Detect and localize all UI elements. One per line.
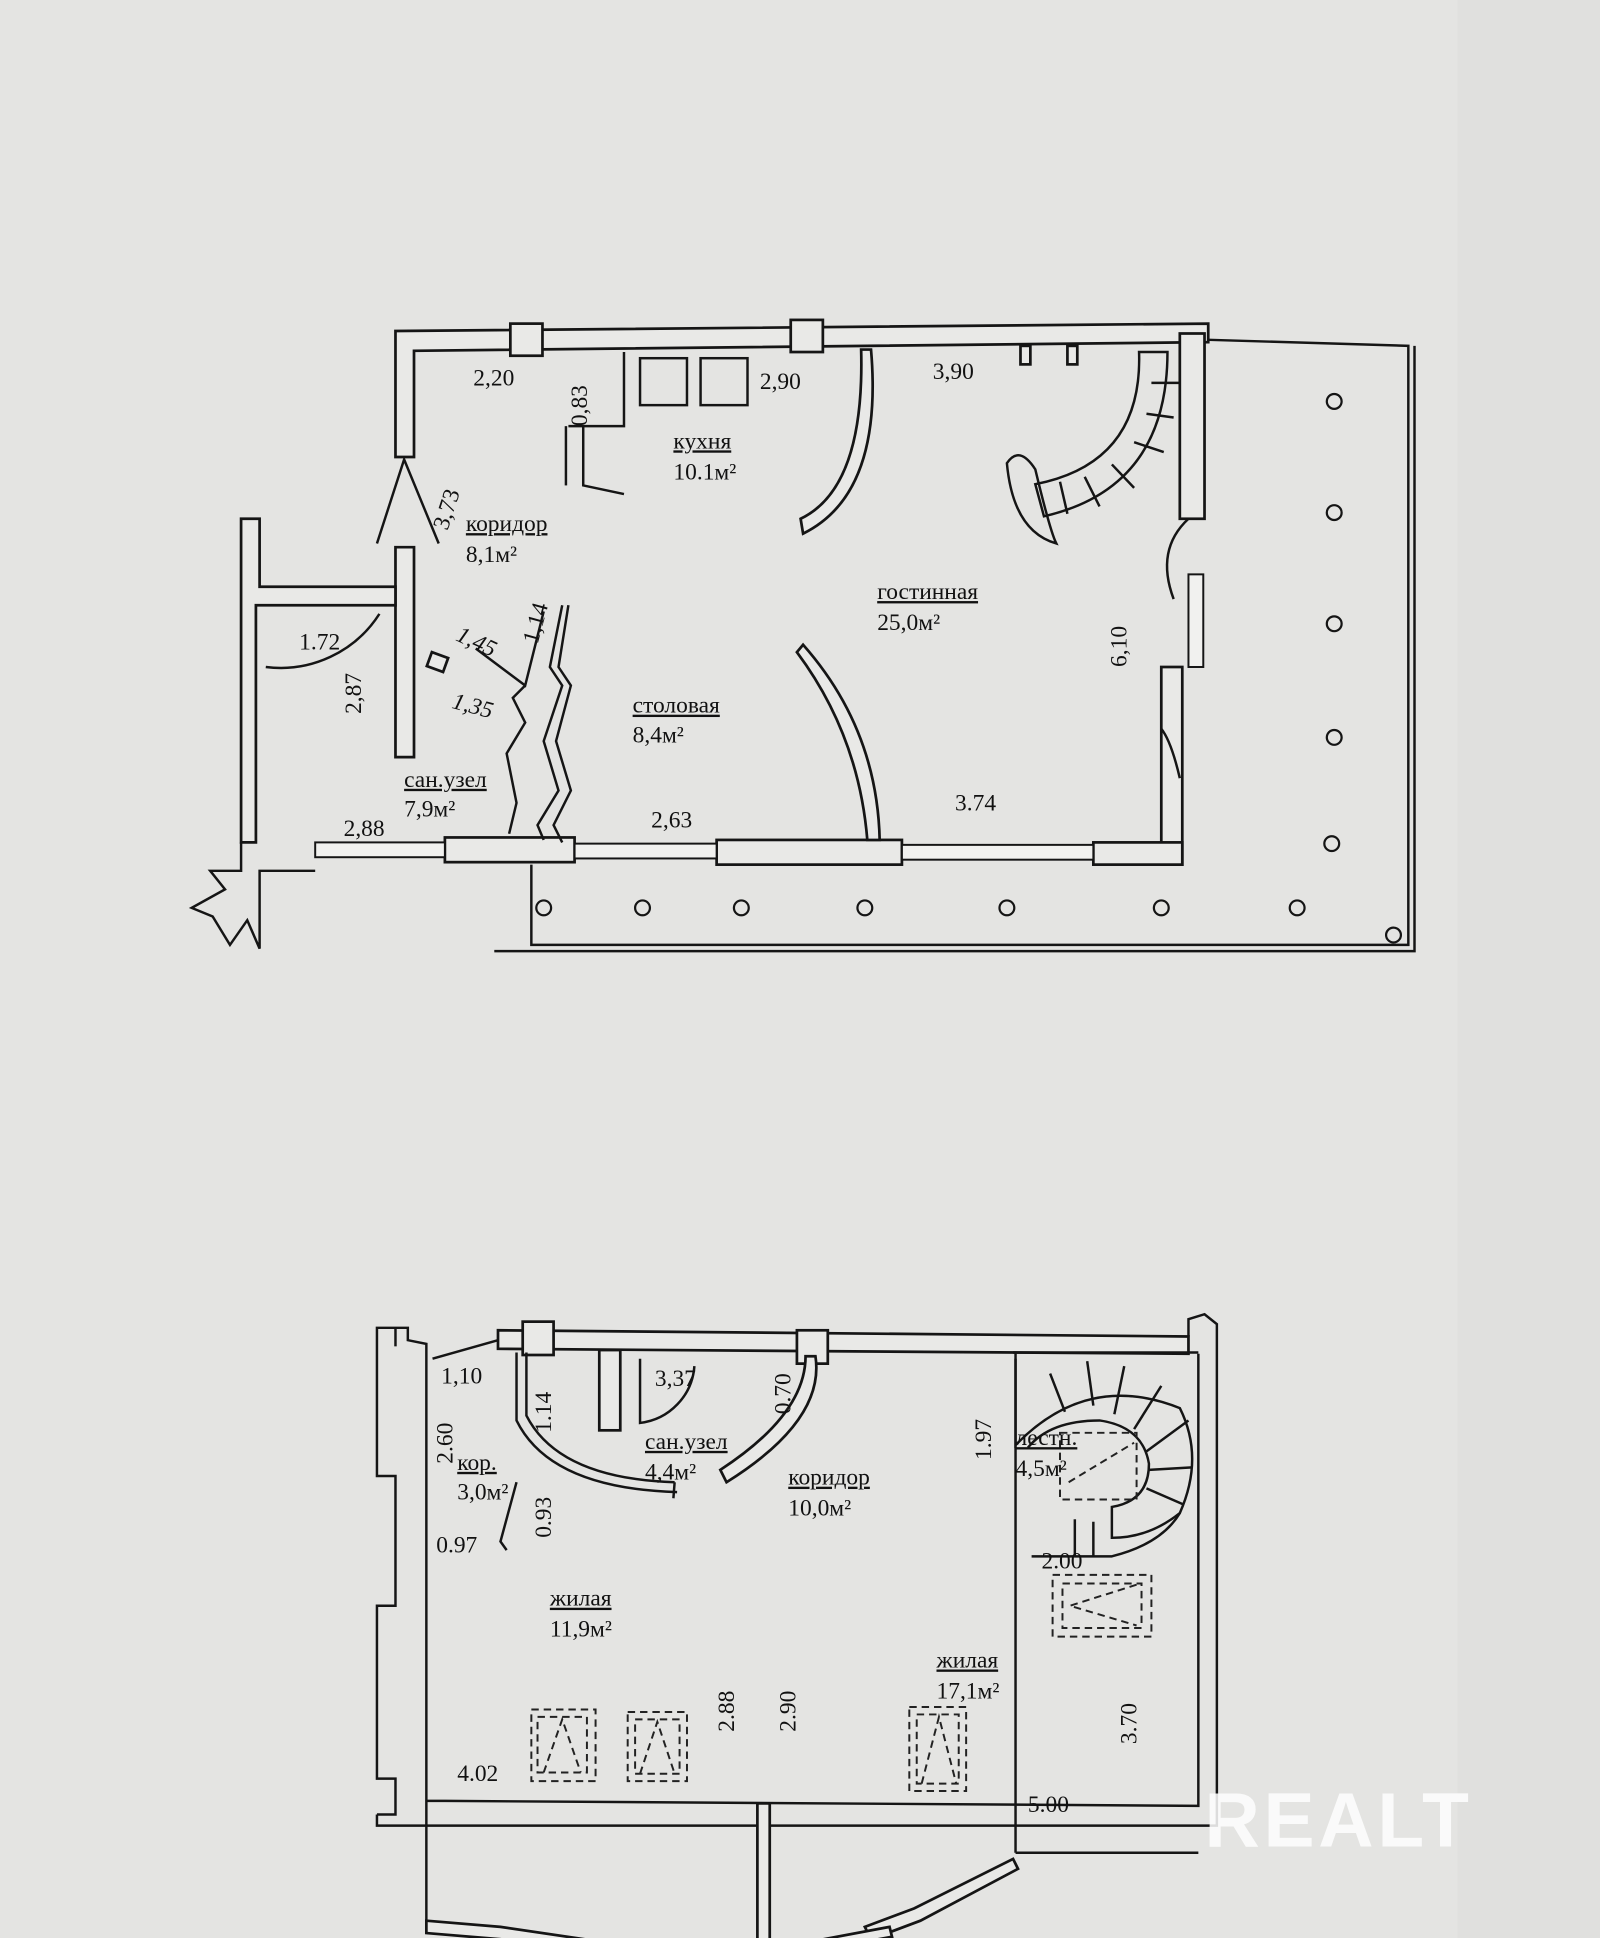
upper-doors bbox=[265, 455, 1190, 779]
room-name-corridor: коридор bbox=[788, 1465, 870, 1491]
dimension-label: 2.60 bbox=[432, 1423, 458, 1464]
dimension-label: 1,10 bbox=[441, 1363, 482, 1389]
dining-curved-partition bbox=[795, 642, 882, 842]
dimension-label: 1.14 bbox=[531, 1391, 557, 1432]
room-name-small-corridor: кор. bbox=[457, 1450, 497, 1476]
room-name-bedroom-1: жилая bbox=[549, 1586, 612, 1612]
dimension-label: 2,88 bbox=[344, 816, 385, 842]
room-name-bedroom-2: жилая bbox=[935, 1647, 998, 1673]
terrace-outline bbox=[494, 338, 1416, 953]
room-area-living: 25,0м² bbox=[877, 610, 940, 636]
room-name-kitchen: кухня bbox=[673, 428, 731, 454]
dimension-label: 1.72 bbox=[299, 630, 340, 656]
sink-icon bbox=[699, 356, 749, 407]
upper-floor-plan: кухня 10.1м² коридор 8,1м² гостинная 25,… bbox=[188, 318, 1416, 953]
dimension-label: 3.74 bbox=[955, 790, 996, 816]
dimension-label: 1.97 bbox=[971, 1419, 997, 1460]
upper-walls bbox=[188, 318, 1210, 950]
lower-labels: сан.узел 4,4м² кор. 3,0м² коридор 10,0м²… bbox=[432, 1363, 1142, 1818]
room-name-stairs: лестн. bbox=[1016, 1425, 1078, 1451]
dimension-label: 2.00 bbox=[1041, 1549, 1082, 1575]
room-area-dining: 8,4м² bbox=[633, 722, 684, 748]
lower-spiral-stair bbox=[1014, 1358, 1194, 1558]
dimension-label: 2,87 bbox=[341, 673, 367, 714]
room-area-bathroom: 4,4м² bbox=[645, 1460, 696, 1486]
dimension-label: 2,20 bbox=[473, 365, 514, 391]
dimension-label: 0.93 bbox=[531, 1497, 557, 1538]
dimension-label: 0.70 bbox=[771, 1373, 797, 1414]
dimension-label: 3,37 bbox=[655, 1366, 696, 1392]
roof-windows bbox=[530, 1573, 1153, 1793]
dimension-label: 0.97 bbox=[436, 1533, 477, 1559]
room-area-small-corridor: 3,0м² bbox=[457, 1480, 508, 1506]
room-area-kitchen: 10.1м² bbox=[673, 459, 736, 485]
room-name-dining: столовая bbox=[633, 693, 720, 719]
upper-labels: кухня 10.1м² коридор 8,1м² гостинная 25,… bbox=[299, 359, 1133, 842]
dimension-label: 5.00 bbox=[1028, 1792, 1069, 1818]
room-name-bathroom: сан.узел bbox=[645, 1429, 728, 1455]
realt-watermark: REALT bbox=[1205, 1779, 1473, 1864]
dimension-label: 3,90 bbox=[933, 359, 974, 385]
room-area-stairs: 4,5м² bbox=[1016, 1456, 1067, 1482]
room-area-corridor: 8,1м² bbox=[466, 542, 517, 568]
dimension-label: 4.02 bbox=[457, 1761, 498, 1787]
dimension-label: 2.90 bbox=[776, 1691, 802, 1732]
room-area-corridor: 10,0м² bbox=[788, 1496, 851, 1522]
room-area-bathroom: 7,9м² bbox=[404, 796, 455, 822]
dimension-label: 3.70 bbox=[1117, 1703, 1143, 1744]
lower-floor-plan: сан.узел 4,4м² кор. 3,0м² коридор 10,0м²… bbox=[375, 1312, 1219, 1938]
room-area-bedroom-1: 11,9м² bbox=[550, 1617, 612, 1643]
jagged-partition bbox=[536, 604, 564, 841]
room-name-bathroom: сан.узел bbox=[404, 767, 487, 793]
kitchen-curved-partition bbox=[799, 348, 875, 536]
upper-spiral-stair bbox=[1005, 350, 1180, 546]
stove-icon bbox=[638, 356, 689, 407]
lower-walls bbox=[375, 1312, 1219, 1938]
terrace-columns bbox=[535, 392, 1403, 944]
room-name-corridor: коридор bbox=[466, 511, 548, 537]
dimension-label: 2,90 bbox=[760, 369, 801, 395]
dimension-label: 2,63 bbox=[651, 808, 692, 834]
dimension-label: 0,83 bbox=[567, 385, 593, 426]
kitchen-fixtures bbox=[564, 344, 1079, 496]
dimension-label: 6,10 bbox=[1107, 626, 1133, 667]
room-area-bedroom-2: 17,1м² bbox=[936, 1678, 999, 1704]
room-name-living: гостинная bbox=[877, 579, 978, 605]
dimension-label: 2.88 bbox=[714, 1691, 740, 1732]
